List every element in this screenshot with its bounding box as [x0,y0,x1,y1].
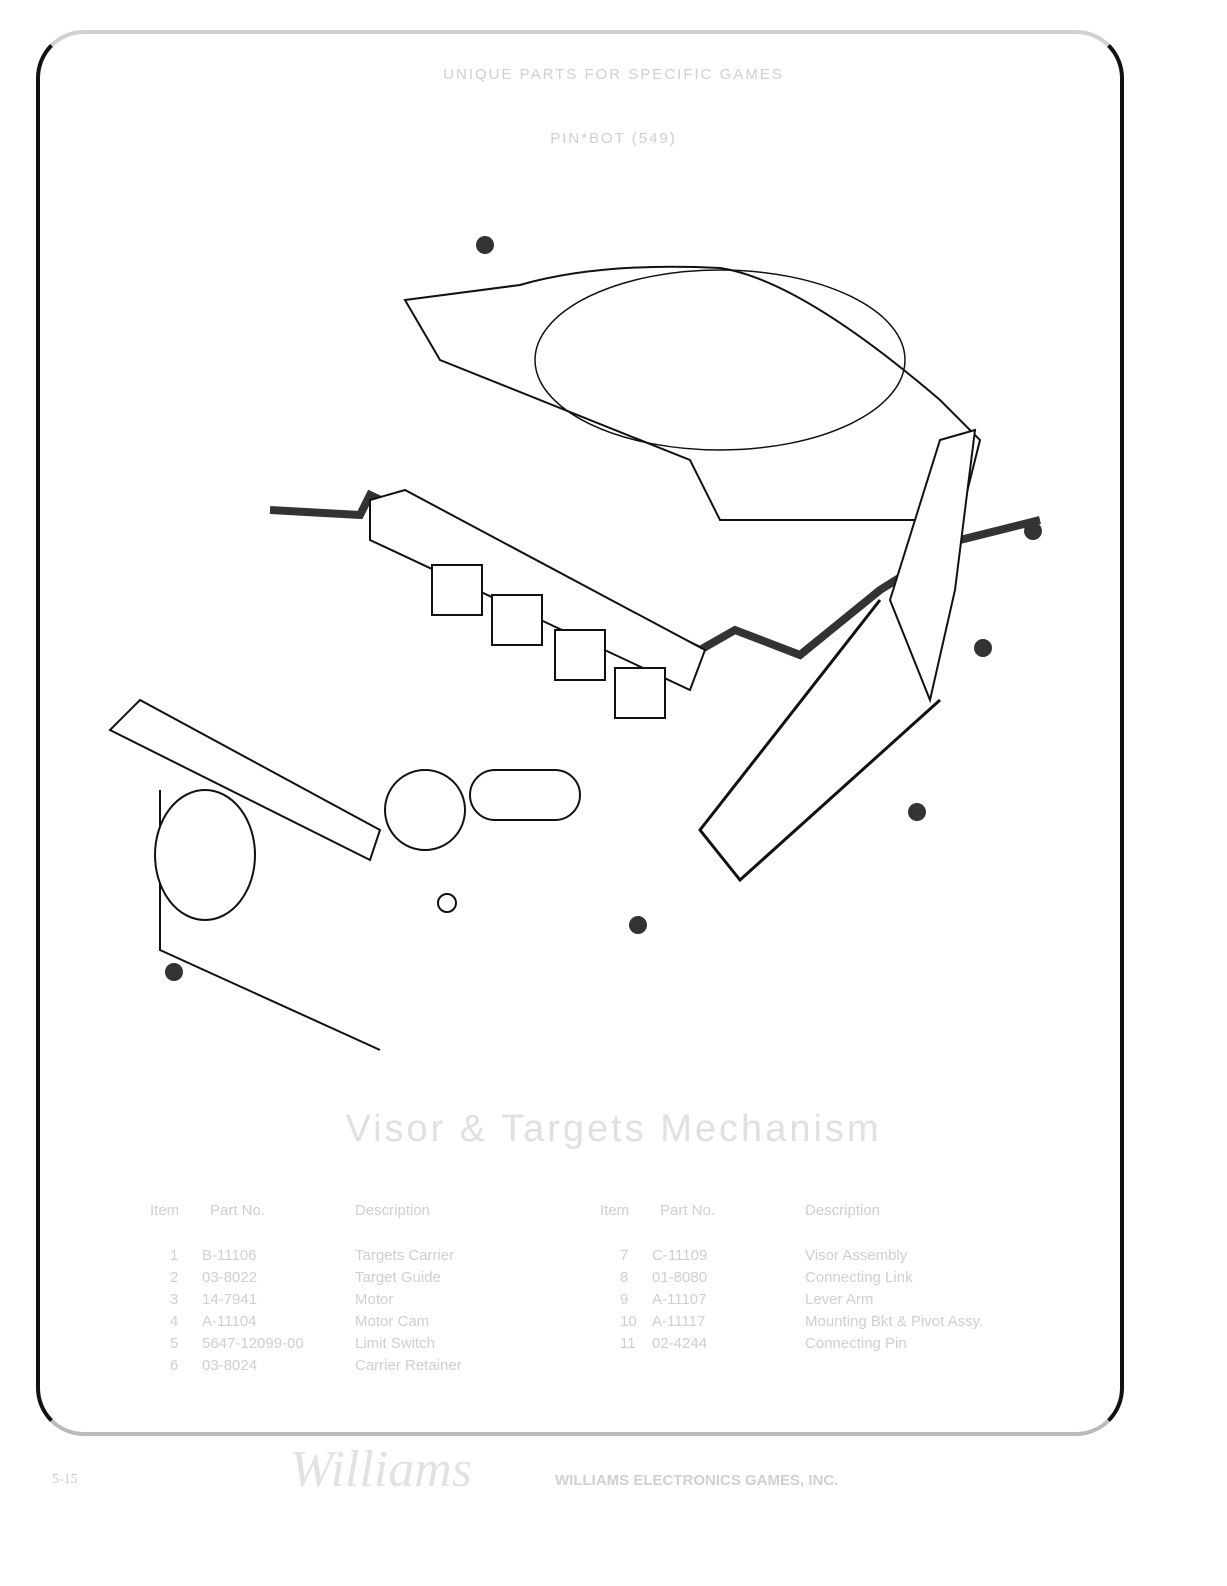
visor [403,265,982,521]
cell-part: 03-8022 [202,1269,258,1286]
header-line2: PIN*BOT (549) [550,130,677,147]
motor-cam [384,769,466,851]
cell-part: A-11107 [652,1291,707,1308]
cell-part: 5647-12099-00 [202,1335,304,1352]
cell-desc: Connecting Pin [805,1335,907,1352]
col-part: Part No. [660,1202,716,1219]
cell-item: 5 [170,1335,179,1352]
page-number: 5-15 [52,1472,78,1487]
diagram-title: Visor & Targets Mechanism [345,1108,882,1150]
cell-desc: Connecting Link [805,1269,913,1286]
col-part: Part No. [210,1202,266,1219]
cell-item: 6 [170,1357,179,1374]
cell-desc: Target Guide [355,1269,441,1286]
cell-item: 9 [620,1291,629,1308]
motor [154,789,256,921]
cell-desc: Targets Carrier [355,1247,455,1264]
cell-part: 14-7941 [202,1291,258,1308]
cell-part: B-11106 [202,1247,257,1264]
targets-carrier [369,488,707,692]
cell-item: 4 [170,1313,179,1330]
cell-item: 11 [620,1335,636,1352]
cell-desc: Motor [355,1291,394,1308]
parts-table-right: Item Part No. Description 7 C-11109 Visor … [600,1202,1040,1382]
header-line1: UNIQUE PARTS FOR SPECIFIC GAMES [443,66,784,83]
col-item: Item [150,1202,180,1219]
lever-arm [888,428,977,704]
cell-item: 2 [170,1269,179,1286]
cell-desc: Visor Assembly [805,1247,908,1264]
cell-item: 1 [170,1247,179,1264]
cell-part: 01-8080 [652,1269,708,1286]
cell-desc: Motor Cam [355,1313,430,1330]
cell-part: A-11117 [652,1313,706,1330]
cell-part: 03-8024 [202,1357,258,1374]
cell-desc: Mounting Bkt & Pivot Assy. [805,1313,984,1330]
cell-item: 7 [620,1247,629,1264]
cell-item: 3 [170,1291,179,1308]
company-name: WILLIAMS ELECTRONICS GAMES, INC. [555,1472,839,1489]
col-desc: Description [355,1202,431,1219]
cell-item: 10 [620,1313,637,1330]
col-item: Item [600,1202,630,1219]
williams-logo: Williams [290,1441,473,1498]
cell-desc: Limit Switch [355,1335,436,1352]
cell-desc: Carrier Retainer [355,1357,462,1374]
cell-desc: Lever Arm [805,1291,874,1308]
callout-markers [165,236,1042,981]
col-desc: Description [805,1202,881,1219]
cell-part: 02-4244 [652,1335,708,1352]
cell-part: C-11109 [652,1247,708,1264]
page-border [36,30,1124,1436]
cell-item: 8 [620,1269,629,1286]
motor-bracket [108,698,382,862]
cell-part: A-11104 [202,1313,257,1330]
